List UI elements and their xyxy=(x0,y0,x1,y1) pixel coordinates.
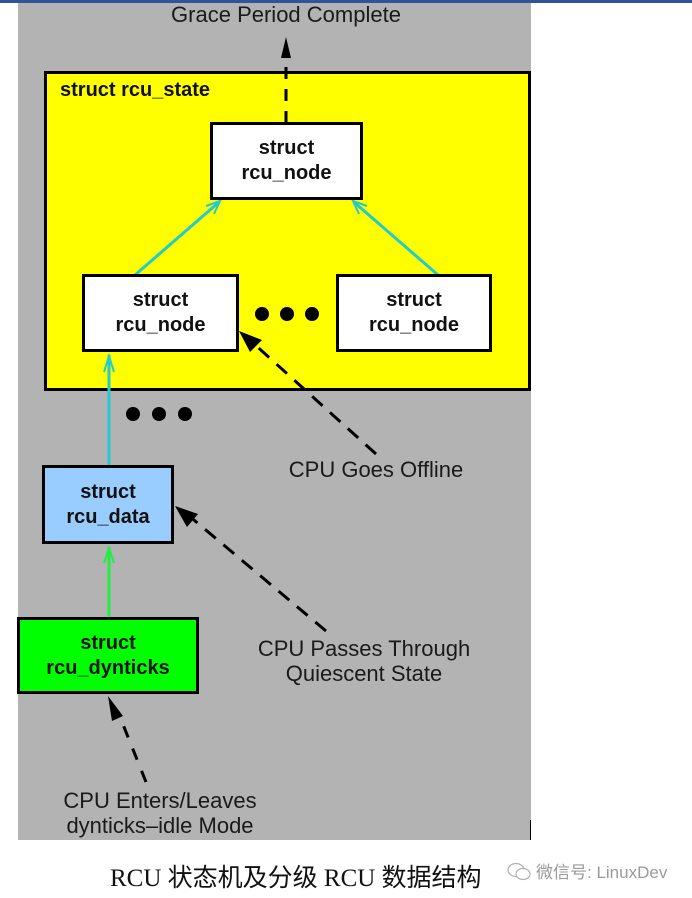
rcu-dynticks-line1: struct xyxy=(80,631,136,654)
figure-caption: RCU 状态机及分级 RCU 数据结构 xyxy=(110,865,482,892)
ellipsis-dot xyxy=(126,407,140,421)
left-to-root-arrowhead xyxy=(205,199,222,215)
idle-arrowhead xyxy=(108,696,123,721)
ellipsis-dot xyxy=(305,307,319,321)
wechat-icon xyxy=(507,862,531,880)
watermark-text: 微信号: LinuxDev xyxy=(536,863,668,882)
rcu-dynticks-box: struct rcu_dynticks xyxy=(17,617,199,694)
cpu-goes-offline-label: CPU Goes Offline xyxy=(288,457,464,482)
quiescent-label-line1: CPU Passes Through xyxy=(257,636,471,661)
ellipsis-dot xyxy=(255,307,269,321)
left-to-root-edge xyxy=(134,201,219,277)
ellipsis-dot xyxy=(280,307,294,321)
rcu-node-left-line1: struct xyxy=(132,289,189,311)
rcu-data-line1: struct xyxy=(80,480,136,503)
rcu-node-right-line1: struct xyxy=(386,289,442,311)
rcu-data-box: struct rcu_data xyxy=(42,465,174,544)
rcu-node-root: struct rcu_node xyxy=(210,122,363,200)
header-bar xyxy=(0,0,692,3)
rcu-node-left: struct rcu_node xyxy=(82,274,239,352)
idle-label-line2: dynticks–idle Mode xyxy=(66,813,254,838)
quiescent-arrowhead xyxy=(175,506,198,527)
idle-dashed-edge xyxy=(116,711,148,783)
idle-label-line1: CPU Enters/Leaves xyxy=(63,788,257,813)
quiescent-dashed-edge xyxy=(187,513,327,633)
dynticks-to-data-arrowhead xyxy=(103,544,115,564)
offline-arrowhead xyxy=(239,331,262,352)
rcu-node-right-line2: rcu_node xyxy=(368,314,460,336)
quiescent-label-line2: Quiescent State xyxy=(285,661,443,686)
data-to-node-arrowhead xyxy=(103,352,115,373)
ellipsis-dot xyxy=(152,407,166,421)
rcu-node-root-line1: struct xyxy=(258,137,315,159)
right-to-root-arrowhead xyxy=(351,199,368,215)
grace-period-complete-label: Grace Period Complete xyxy=(171,2,401,27)
rcu-node-right: struct rcu_node xyxy=(336,274,492,352)
rcu-state-label: struct rcu_state xyxy=(60,79,211,101)
ellipsis-dot xyxy=(178,407,192,421)
grace-period-arrowhead xyxy=(281,37,291,58)
offline-dashed-edge xyxy=(250,340,378,456)
right-to-root-edge xyxy=(354,201,439,277)
rcu-node-left-line2: rcu_node xyxy=(115,314,206,336)
rcu-dynticks-line2: rcu_dynticks xyxy=(46,656,170,679)
watermark: 微信号: LinuxDev xyxy=(506,858,667,883)
divider xyxy=(530,820,531,840)
rcu-data-line2: rcu_data xyxy=(66,505,150,528)
rcu-node-root-line2: rcu_node xyxy=(241,162,332,184)
